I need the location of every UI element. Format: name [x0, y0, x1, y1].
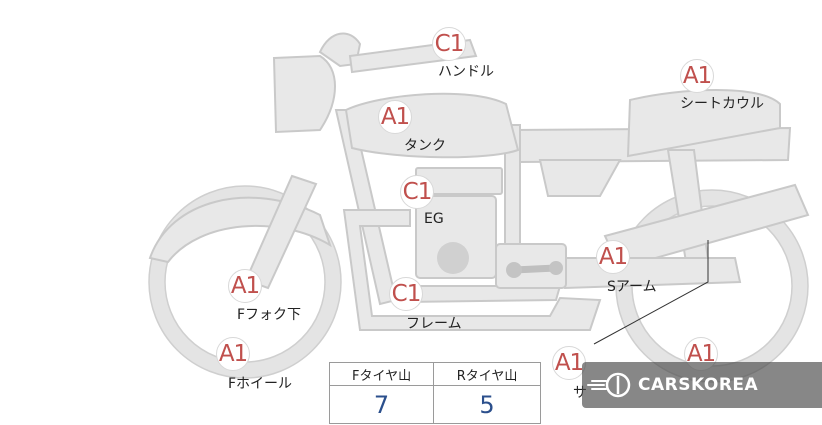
tank-label: タンク	[404, 138, 446, 154]
rear-part-grade-badge[interactable]: A1	[552, 346, 586, 380]
handle-grade-badge[interactable]: C1	[432, 27, 466, 61]
rear-tire-header: Rタイヤ山	[433, 362, 541, 386]
front-fork-shape	[244, 174, 318, 290]
front-tire-value: 7	[328, 385, 435, 424]
frame-label: フレーム	[406, 316, 462, 332]
table-value-row: 7 5	[328, 385, 541, 424]
swing-arm-grade-badge[interactable]: A1	[596, 240, 630, 274]
swing-arm-label: Sアーム	[607, 279, 657, 295]
engine-cover-shape	[437, 242, 469, 274]
frame-grade-badge[interactable]: C1	[389, 277, 423, 311]
seat-cowl-grade-badge[interactable]: A1	[680, 59, 714, 93]
front-wheel-label: Fホイール	[228, 376, 293, 392]
table-header-row: Fタイヤ山 Rタイヤ山	[328, 362, 541, 386]
carskorea-logo-icon	[587, 372, 631, 398]
engine-block-shape	[415, 195, 497, 279]
handle-label: ハンドル	[438, 64, 494, 80]
engine-label: EG	[424, 211, 444, 227]
watermark-text: CARSKOREA	[638, 375, 759, 395]
rear-subframe-shape	[538, 159, 622, 197]
front-wheel-grade-badge[interactable]: A1	[216, 337, 250, 371]
seat-cowl-label: シートカウル	[680, 96, 764, 112]
engine-grade-badge[interactable]: C1	[400, 175, 434, 209]
carskorea-watermark: CARSKOREA	[582, 362, 822, 408]
seat-cowl-shape	[626, 89, 781, 158]
leader-line	[593, 240, 709, 345]
tank-grade-badge[interactable]: A1	[378, 100, 412, 134]
front-fork-lower-label: Fフォク下	[237, 307, 302, 323]
front-fork-lower-grade-badge[interactable]: A1	[228, 269, 262, 303]
headlight-shape	[272, 54, 336, 134]
rear-tire-value: 5	[433, 385, 541, 424]
front-tire-header: Fタイヤ山	[328, 362, 435, 386]
frame-loop-shape	[342, 209, 602, 331]
tire-tread-table: Fタイヤ山 Rタイヤ山 7 5	[328, 362, 541, 424]
